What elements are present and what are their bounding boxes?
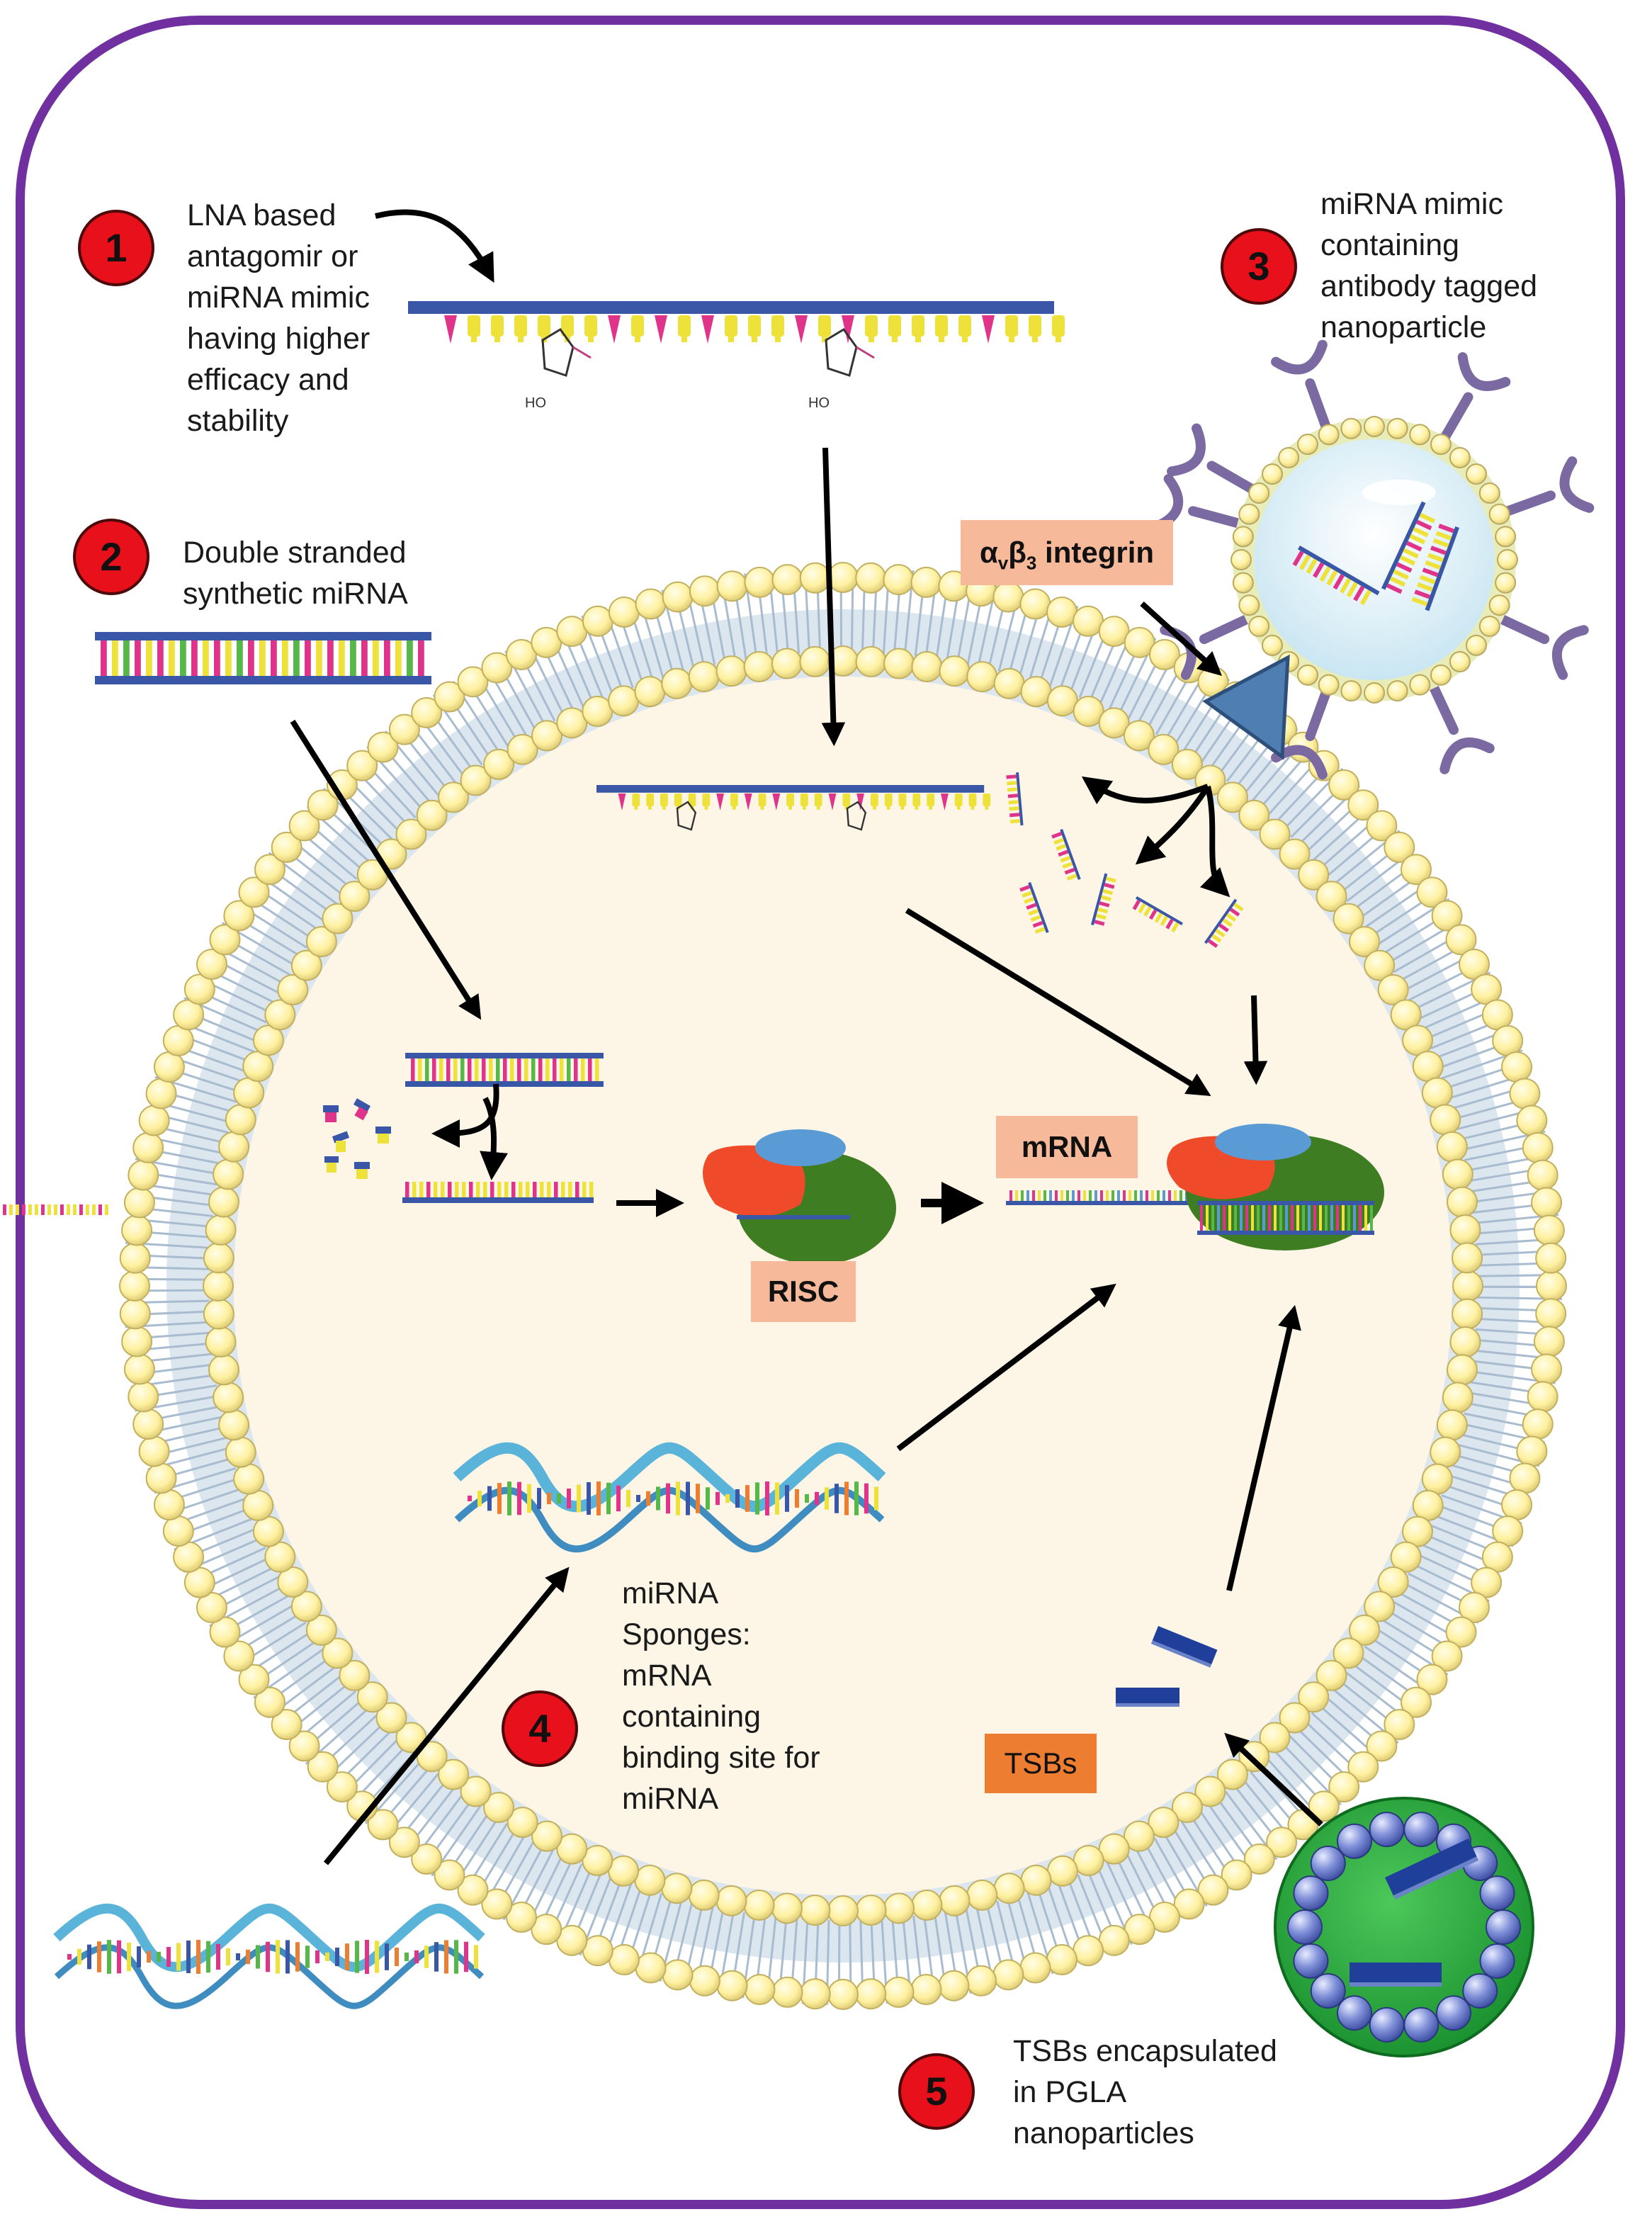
lipid-tails: [124, 567, 1562, 2005]
lna-sugar-1: HO: [525, 328, 592, 411]
ds-synthetic-mirna: [95, 632, 431, 684]
integrin-alpha: α: [979, 536, 998, 569]
pgla-nanoparticle: [1274, 1797, 1534, 2057]
mrna-label: mRNA: [996, 1116, 1138, 1178]
step-1-text: LNA based antagomir or miRNA mimic havin…: [187, 198, 370, 438]
arrow-tsb-to-mrna: [1226, 1304, 1301, 1591]
integrin-beta-sub: 3: [1026, 552, 1037, 574]
lna-strand-top: HO HO: [408, 301, 1065, 411]
integrin-label: αvβ3 integrin: [961, 520, 1173, 585]
mirna-sponge-helix-outside: [53, 1903, 485, 2009]
degraded-fragments: [323, 1098, 391, 1179]
arrow-sponge-entry: [323, 1566, 570, 1865]
tsb-molecules: [1116, 1626, 1218, 1707]
risc-on-mrna: [1167, 1124, 1384, 1250]
integrin-beta: β: [1008, 536, 1026, 569]
arrows: [290, 209, 1323, 1865]
lna-backbone: [408, 301, 1054, 314]
step-5-badge: 5: [898, 2053, 975, 2130]
arrow-integrin-label: [1140, 602, 1222, 677]
arrow-sponge-to-mrna: [896, 1283, 1116, 1452]
integrin-receptor: [1202, 654, 1290, 760]
step-2-text: Double stranded synthetic miRNA: [183, 536, 408, 611]
step-2-badge: 2: [73, 519, 149, 595]
svg-text:HO: HO: [525, 395, 546, 411]
lna-bases: [444, 315, 1065, 344]
mirna-sponge-helix-inside: [453, 1442, 886, 1553]
tsbs-label: TSBs: [985, 1734, 1097, 1793]
arrow-release-down: [1135, 784, 1211, 865]
ds-mirna-inside: [405, 1053, 604, 1087]
arrow-tsb-entry: [1224, 1732, 1323, 1826]
arrow-lna-entry: [821, 447, 846, 747]
arrow-release-right: [1199, 786, 1230, 898]
arrow-ds-entry: [290, 719, 482, 1020]
arrow-lna-to-mrna: [905, 908, 1211, 1096]
step-5-text: TSBs encapsulated in PGLA nanoparticles: [1013, 2034, 1277, 2150]
arrow-release-left: [1081, 776, 1209, 805]
lna-sugar-2: HO: [808, 328, 875, 411]
arrow-lna-to-strand: [375, 209, 494, 283]
step-4-badge: 4: [502, 1690, 578, 1767]
arrow-unwind-left: [431, 1083, 499, 1148]
single-strand-mirna: [402, 1182, 594, 1203]
step-3-badge: 3: [1221, 228, 1297, 305]
antibody-nanoparticle: [1150, 339, 1595, 780]
integrin-alpha-sub: v: [997, 552, 1009, 574]
risc-complex: [3, 1129, 896, 1265]
lna-strand-inside: [596, 785, 991, 831]
arrow-unwind-down: [480, 1097, 508, 1180]
released-mirna-mimics: [1006, 772, 1244, 948]
arrow-mimic-to-mrna: [1243, 995, 1268, 1085]
integrin-rest: integrin: [1036, 536, 1155, 569]
risc-label: RISC: [751, 1261, 856, 1322]
svg-text:HO: HO: [808, 395, 830, 411]
inner-lipid-heads: [203, 645, 1483, 1926]
step-4-text: miRNA Sponges: mRNA containing binding s…: [622, 1576, 820, 1816]
step-1-badge: 1: [78, 210, 154, 286]
step-3-text: miRNA mimic containing antibody tagged n…: [1320, 187, 1538, 344]
